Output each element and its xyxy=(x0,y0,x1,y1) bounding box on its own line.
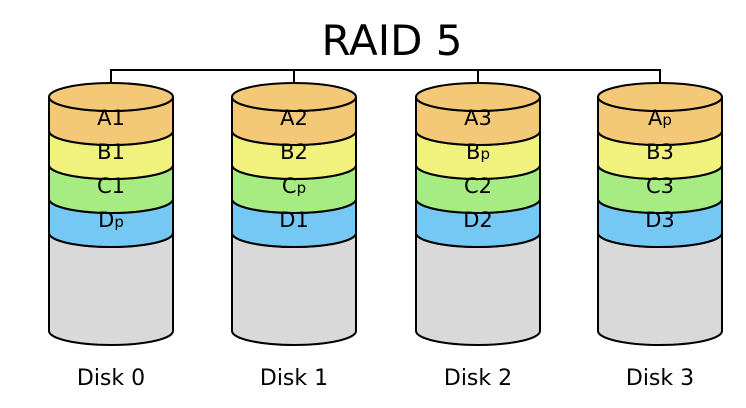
block-label: D2 xyxy=(463,208,493,232)
block-label: B1 xyxy=(97,140,125,164)
block-label: A3 xyxy=(464,106,492,130)
block-label: Cp xyxy=(282,174,306,198)
block-label: C3 xyxy=(646,174,674,198)
block-label: A2 xyxy=(280,106,308,130)
block-label: D1 xyxy=(279,208,309,232)
block-label: C2 xyxy=(464,174,492,198)
disk-empty-space xyxy=(48,232,174,346)
block-label: Dp xyxy=(98,208,124,232)
connector-bus xyxy=(110,69,661,83)
disk-empty-space xyxy=(231,232,357,346)
disk-top-cap xyxy=(48,82,174,112)
block-label: A1 xyxy=(97,106,125,130)
block-label: D3 xyxy=(645,208,675,232)
block-label: Bp xyxy=(466,140,490,164)
disk-top-cap xyxy=(597,82,723,112)
disk-label: Disk 3 xyxy=(626,366,694,391)
connector-lines xyxy=(110,69,661,83)
disk-top-cap xyxy=(415,82,541,112)
disk-label: Disk 0 xyxy=(77,366,145,391)
disk-empty-space xyxy=(415,232,541,346)
block-label: B2 xyxy=(280,140,308,164)
block-label: B3 xyxy=(646,140,674,164)
block-label: C1 xyxy=(97,174,125,198)
disk-empty-space xyxy=(597,232,723,346)
disk-top-cap xyxy=(231,82,357,112)
diagram-title: RAID 5 xyxy=(321,16,462,65)
disk-label: Disk 2 xyxy=(444,366,512,391)
block-label: Ap xyxy=(648,106,672,130)
disk-label: Disk 1 xyxy=(260,366,328,391)
